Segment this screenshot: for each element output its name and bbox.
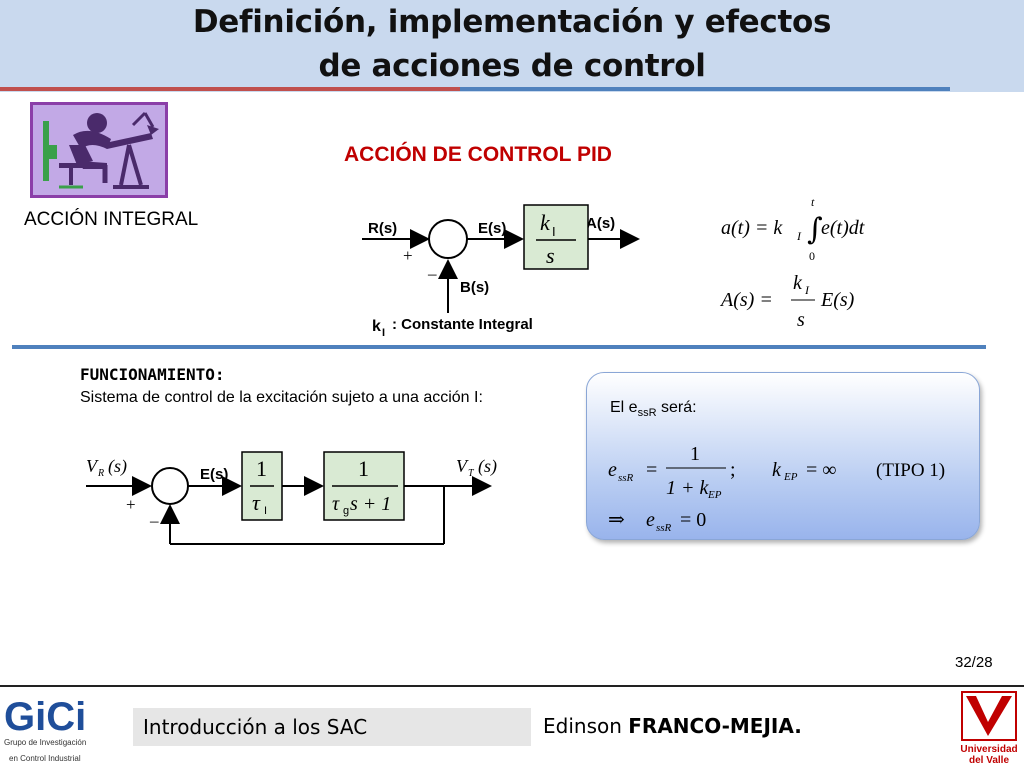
caption-constant-text: : Constante Integral xyxy=(392,316,533,333)
error-signal-label-2: E(s) xyxy=(200,466,228,483)
drafting-person-clipart xyxy=(30,102,168,198)
univalle-emblem-icon xyxy=(966,696,1012,736)
footer-author: Edinson FRANCO-MEJIA. xyxy=(543,714,802,738)
block2-denominator-tau: τ xyxy=(332,493,340,515)
vr-input-sub: R xyxy=(97,468,104,479)
integral-controller-diagram: R(s) E(s) A(s) B(s) + – k I s k I : Cons… xyxy=(362,204,640,339)
essr-result-value: = 0 xyxy=(680,509,706,531)
integral-equations: a(t) = k I ∫ t 0 e(t)dt A(s) = k I s E(s… xyxy=(719,195,865,331)
gici-caption-line2: en Control Industrial xyxy=(9,754,81,763)
slide-header xyxy=(0,0,1024,92)
essr-intro-text: El essR será: xyxy=(610,399,697,419)
implies-arrow: ⇒ xyxy=(608,507,625,531)
funcionamiento-title: FUNCIONAMIENTO: xyxy=(80,365,225,384)
vt-output-sub: T xyxy=(468,468,475,479)
slide-title-line1: Definición, implementación y efectos xyxy=(192,4,832,40)
laplace-equation-rhs: E(s) xyxy=(820,289,855,311)
kep-value: = ∞ xyxy=(806,459,837,481)
essr-semicolon: ; xyxy=(730,459,736,481)
author-first-name: Edinson xyxy=(543,714,629,738)
block1-denominator: τ xyxy=(252,490,261,515)
essr-intro-pre: El e xyxy=(610,399,638,416)
block2-denominator-sub: g xyxy=(343,505,349,517)
vr-input-arg: (s) xyxy=(108,456,127,477)
author-last-name: FRANCO-MEJIA. xyxy=(628,714,802,738)
univalle-name-line1: Universidad xyxy=(960,744,1017,755)
integral-block xyxy=(523,204,589,270)
minus-sign-2: – xyxy=(149,511,159,530)
excitation-system-diagram: V R (s) E(s) V T (s) + – 1 τ I 1 τ g s +… xyxy=(86,451,497,545)
essr-fraction-num: 1 xyxy=(690,443,700,465)
essr-result-var: e xyxy=(646,509,655,531)
essr-var-sub: ssR xyxy=(618,472,634,484)
output-signal-label: A(s) xyxy=(586,215,615,232)
univalle-logo: Universidad del Valle xyxy=(960,691,1018,766)
section-title: ACCIÓN DE CONTROL PID xyxy=(344,143,612,166)
kep-var-sub: EP xyxy=(783,471,798,483)
section-divider xyxy=(12,345,986,349)
essr-intro-post: será: xyxy=(656,399,697,416)
block-numerator-k: k xyxy=(540,210,551,235)
steady-state-error-box xyxy=(586,372,980,540)
page-number: 32/28 xyxy=(955,654,993,671)
footer-divider xyxy=(0,685,1024,687)
drafting-person-icon xyxy=(43,111,159,189)
vr-input-label: V xyxy=(86,456,99,476)
integral-sign: ∫ xyxy=(807,212,823,247)
error-signal-label: E(s) xyxy=(478,220,506,237)
gici-logo: GiCi xyxy=(4,695,86,739)
essr-equations: e ssR = 1 1 + k EP ; k EP = ∞ (TIPO 1) ⇒… xyxy=(608,443,945,534)
time-equation-rhs: e(t)dt xyxy=(821,217,865,239)
block1-numerator: 1 xyxy=(256,456,267,481)
essr-fraction-den: 1 + k xyxy=(666,477,709,499)
funcionamiento-text: Sistema de control de la excitación suje… xyxy=(80,389,483,406)
summing-junction xyxy=(428,219,468,259)
block-numerator-sub: I xyxy=(552,224,556,239)
footer-course-box: Introducción a los SAC xyxy=(133,708,531,746)
block-denominator: s xyxy=(546,243,555,268)
laplace-equation-lhs: A(s) = xyxy=(719,289,773,311)
caption-k-sub: I xyxy=(382,327,385,339)
tipo-label: (TIPO 1) xyxy=(876,460,945,481)
laplace-numerator: k xyxy=(793,272,803,294)
caption-k: k xyxy=(372,318,381,335)
laplace-numerator-sub: I xyxy=(804,283,810,297)
gici-caption-line1: Grupo de Investigación xyxy=(4,738,87,747)
input-signal-label: R(s) xyxy=(368,220,397,237)
minus-sign: – xyxy=(427,264,437,283)
essr-var: e xyxy=(608,459,617,481)
footer-course-title: Introducción a los SAC xyxy=(143,715,368,739)
block2-numerator: 1 xyxy=(358,456,369,481)
laplace-denominator: s xyxy=(797,309,805,331)
block2-denominator-rest: s + 1 xyxy=(350,493,391,515)
time-equation-lhs: a(t) = k xyxy=(721,217,783,239)
header-divider-red xyxy=(0,87,460,91)
univalle-name-line2: del Valle xyxy=(969,755,1009,766)
integral-lower-limit: 0 xyxy=(809,249,815,263)
essr-equals: = xyxy=(646,459,657,481)
essr-fraction-den-sub: EP xyxy=(707,489,722,501)
vt-output-arg: (s) xyxy=(478,456,497,477)
essr-result-sub: ssR xyxy=(656,522,672,534)
block1-denominator-sub: I xyxy=(264,505,267,517)
header-divider-blue xyxy=(460,87,950,91)
plus-sign-2: + xyxy=(126,495,136,514)
feedback-signal-label: B(s) xyxy=(460,279,489,296)
time-equation-sub: I xyxy=(796,229,802,243)
kep-var: k xyxy=(772,459,782,481)
plus-sign: + xyxy=(403,246,413,265)
gici-logo-text: GiCi xyxy=(4,695,86,739)
essr-intro-sub: ssR xyxy=(637,407,657,420)
vt-output-label: V xyxy=(456,456,469,476)
summing-junction-2 xyxy=(151,467,189,505)
integral-action-label: ACCIÓN INTEGRAL xyxy=(24,209,199,230)
slide-title-line2: de acciones de control xyxy=(318,48,706,84)
integral-upper-limit: t xyxy=(811,195,815,209)
